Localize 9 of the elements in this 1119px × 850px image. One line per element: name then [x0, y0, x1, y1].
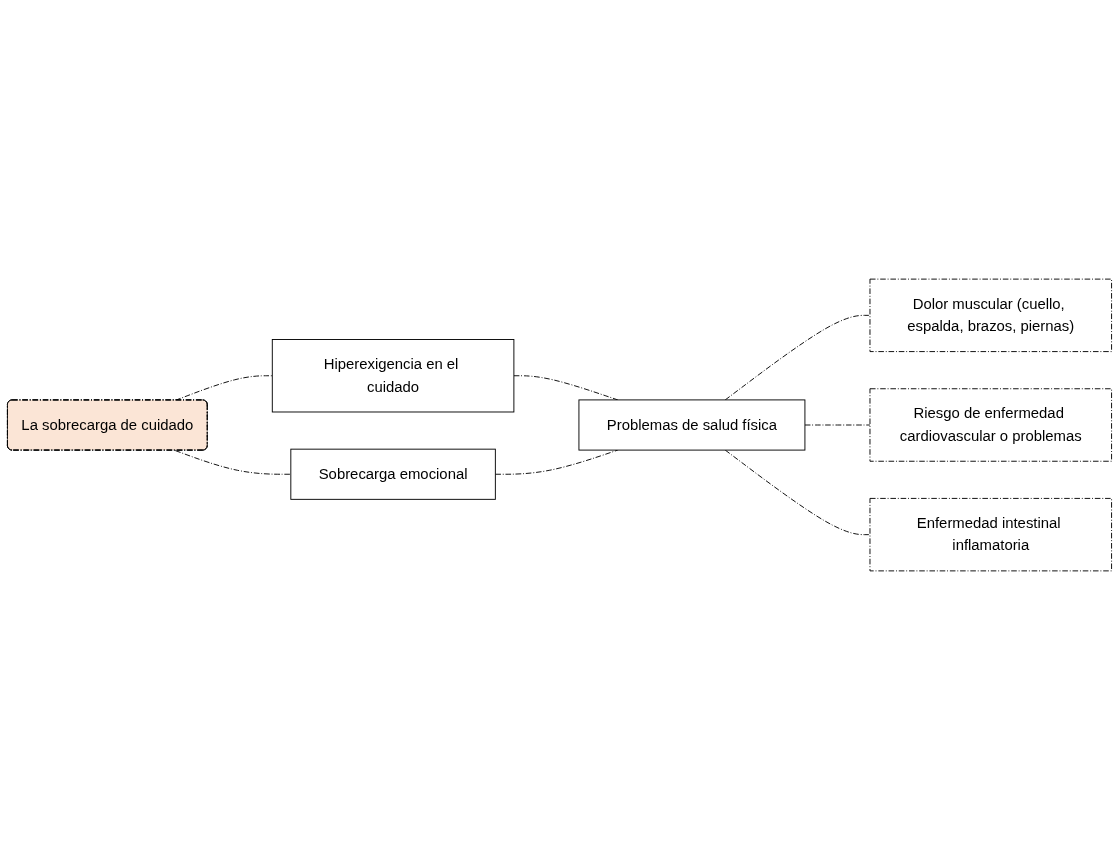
connector [724, 314, 871, 401]
node-box: Problemas de salud física [578, 399, 806, 451]
connector [804, 424, 871, 426]
node-box: Hiperexigencia en el cuidado [271, 339, 515, 413]
node-box: Riesgo de enfermedad cardiovascular o problemas [869, 388, 1113, 462]
node-box: Sobrecarga emocional [290, 448, 496, 500]
connector [724, 449, 871, 536]
node-box: Enfermedad intestinal inflamatoria [869, 497, 1113, 572]
node-box: Dolor muscular (cuello, espalda, brazos, piernas) [869, 278, 1113, 353]
